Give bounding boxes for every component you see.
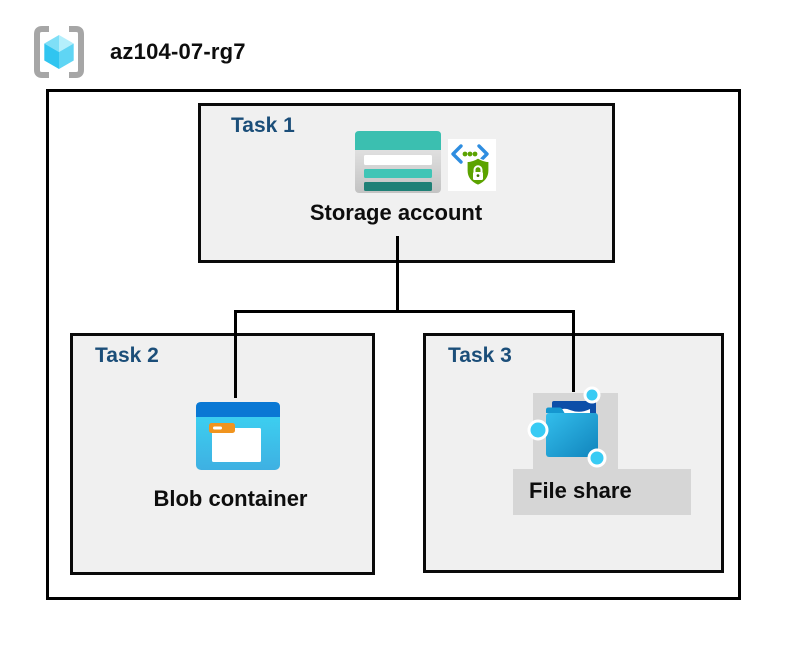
connector-storage-stem	[396, 236, 399, 312]
task2-label: Task 2	[95, 344, 159, 367]
file-share-caption: File share	[529, 478, 632, 503]
storage-account-caption: Storage account	[309, 200, 483, 225]
connector-to-fileshare	[572, 310, 575, 392]
resource-group-header: az104-07-rg7	[30, 24, 246, 80]
task3-label: Task 3	[448, 344, 512, 367]
storage-account-icon	[355, 131, 441, 193]
sas-shield-icon	[448, 139, 496, 191]
resource-group-name: az104-07-rg7	[110, 39, 246, 64]
task1-box: Task 1 Storage account	[198, 103, 615, 263]
blob-container-caption: Blob container	[153, 486, 308, 511]
file-share-caption-highlight: File share	[513, 469, 691, 515]
connector-to-blob	[234, 310, 237, 398]
task1-label: Task 1	[231, 114, 295, 137]
file-share-icon	[527, 386, 607, 468]
blob-container-icon	[196, 402, 280, 470]
resource-group-icon	[34, 26, 84, 78]
task2-box: Task 2 Blob container	[70, 333, 375, 575]
connector-horizontal	[234, 310, 575, 313]
